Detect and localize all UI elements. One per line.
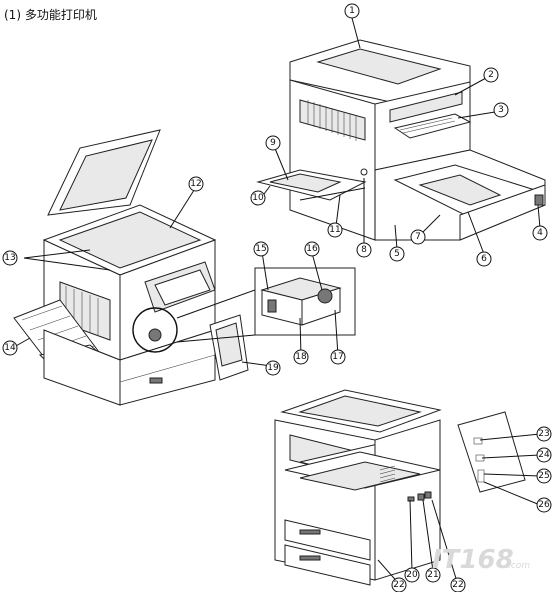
printer-front-view <box>256 39 546 241</box>
svg-text:11: 11 <box>329 225 340 235</box>
svg-text:23: 23 <box>538 429 549 439</box>
callout-24: 24 <box>536 447 552 463</box>
svg-text:IT168: IT168 <box>432 545 514 575</box>
callout-8: 8 <box>356 242 372 258</box>
callout-26: 26 <box>536 497 552 513</box>
svg-text:9: 9 <box>270 138 276 148</box>
callout-15: 15 <box>253 241 269 257</box>
svg-text:25: 25 <box>538 471 549 481</box>
callout-4: 4 <box>532 225 548 241</box>
svg-text:12: 12 <box>190 179 201 189</box>
callout-23: 23 <box>536 426 552 442</box>
svg-text:22: 22 <box>393 580 404 590</box>
callout-9: 9 <box>265 135 281 151</box>
svg-text:21: 21 <box>427 570 438 580</box>
svg-text:5: 5 <box>394 249 400 259</box>
callout-16: 16 <box>304 241 320 257</box>
svg-text:4: 4 <box>537 228 543 238</box>
svg-text:3: 3 <box>498 105 504 115</box>
callout-20: 20 <box>404 567 420 583</box>
page-heading: (1) 多功能打印机 <box>4 8 97 22</box>
svg-text:8: 8 <box>361 245 367 255</box>
svg-text:2: 2 <box>488 70 494 80</box>
callout-19: 19 <box>265 360 281 376</box>
svg-text:.com: .com <box>508 561 530 571</box>
svg-text:18: 18 <box>295 352 307 362</box>
callout-3: 3 <box>493 102 509 118</box>
svg-text:6: 6 <box>481 254 487 264</box>
callout-18: 18 <box>293 349 309 365</box>
svg-text:13: 13 <box>4 253 15 263</box>
callout-14: 14 <box>2 340 18 356</box>
callout-25: 25 <box>536 468 552 484</box>
callout-17: 17 <box>330 349 346 365</box>
leader-lines <box>13 17 541 586</box>
svg-text:19: 19 <box>267 363 279 373</box>
printer-side-open-view <box>13 129 249 406</box>
svg-text:26: 26 <box>538 500 550 510</box>
svg-text:14: 14 <box>4 343 16 353</box>
callout-13: 13 <box>2 250 18 266</box>
callout-21: 21 <box>425 567 441 583</box>
svg-text:20: 20 <box>406 570 418 580</box>
svg-text:22: 22 <box>452 580 463 590</box>
callout-22-left: 22 <box>391 577 407 592</box>
callout-1: 1 <box>344 3 360 19</box>
svg-text:7: 7 <box>415 232 421 242</box>
svg-text:17: 17 <box>332 352 343 362</box>
svg-text:16: 16 <box>306 244 318 254</box>
callout-12: 12 <box>188 176 204 192</box>
callout-22-right: 22 <box>450 577 466 592</box>
callout-5: 5 <box>389 246 405 262</box>
callout-2: 2 <box>483 67 499 83</box>
printer-rear-view <box>274 389 526 586</box>
watermark: IT168 .com <box>432 545 530 575</box>
svg-text:15: 15 <box>255 244 266 254</box>
callout-10: 10 <box>250 190 266 206</box>
svg-text:24: 24 <box>538 450 550 460</box>
callout-7: 7 <box>410 229 426 245</box>
callout-6: 6 <box>476 251 492 267</box>
svg-text:10: 10 <box>252 193 264 203</box>
callout-11: 11 <box>327 222 343 238</box>
svg-text:1: 1 <box>349 6 355 16</box>
